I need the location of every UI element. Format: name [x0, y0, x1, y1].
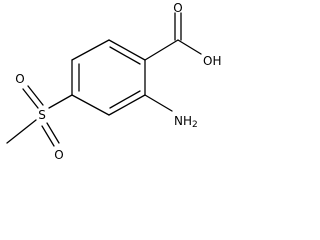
sulfonyl-bottom-double-bond-2 — [46, 122, 60, 144]
ring-bond-c3-c4 — [71, 94, 110, 116]
sulfonyl-top-double-bond-1 — [22, 88, 39, 109]
sulfonyl-oxygen-bottom-label: O — [54, 148, 63, 162]
sulfonyl-top-double-bond-2 — [27, 85, 44, 106]
carbonyl-oxygen-label: O — [173, 1, 182, 15]
bond-ring-sulfur — [48, 94, 73, 109]
bond-sulfur-methyl — [6, 119, 37, 144]
sulfonyl-bottom-double-bond-1 — [41, 125, 55, 147]
amino-group: NH2 — [144, 94, 198, 130]
bond-ring-carboxyl — [144, 39, 179, 61]
benzene-ring — [71, 39, 146, 116]
amino-nh: NH — [174, 114, 192, 128]
sulfonyl-oxygen-top-label: O — [15, 72, 24, 86]
amino-label: NH2 — [174, 114, 198, 130]
amino-subscript: 2 — [192, 120, 198, 130]
sulfur-label: S — [38, 108, 46, 122]
hydroxyl-label: OH — [203, 54, 221, 68]
ring-bond-c6-c1 — [108, 39, 146, 61]
methylsulfonyl-group: S O O — [6, 72, 73, 162]
ring-double-bond-c2-c3 — [109, 90, 141, 109]
ring-bond-c5-c6 — [71, 39, 110, 61]
bond-carboxyl-hydroxyl — [177, 39, 202, 55]
ring-double-bond-c1-c6 — [109, 46, 141, 65]
ring-bond-c2-c3 — [108, 94, 146, 116]
carboxyl-group: O OH — [144, 1, 221, 68]
chemical-structure: O OH NH2 S O O — [6, 1, 221, 162]
bond-ring-amino — [144, 94, 173, 112]
